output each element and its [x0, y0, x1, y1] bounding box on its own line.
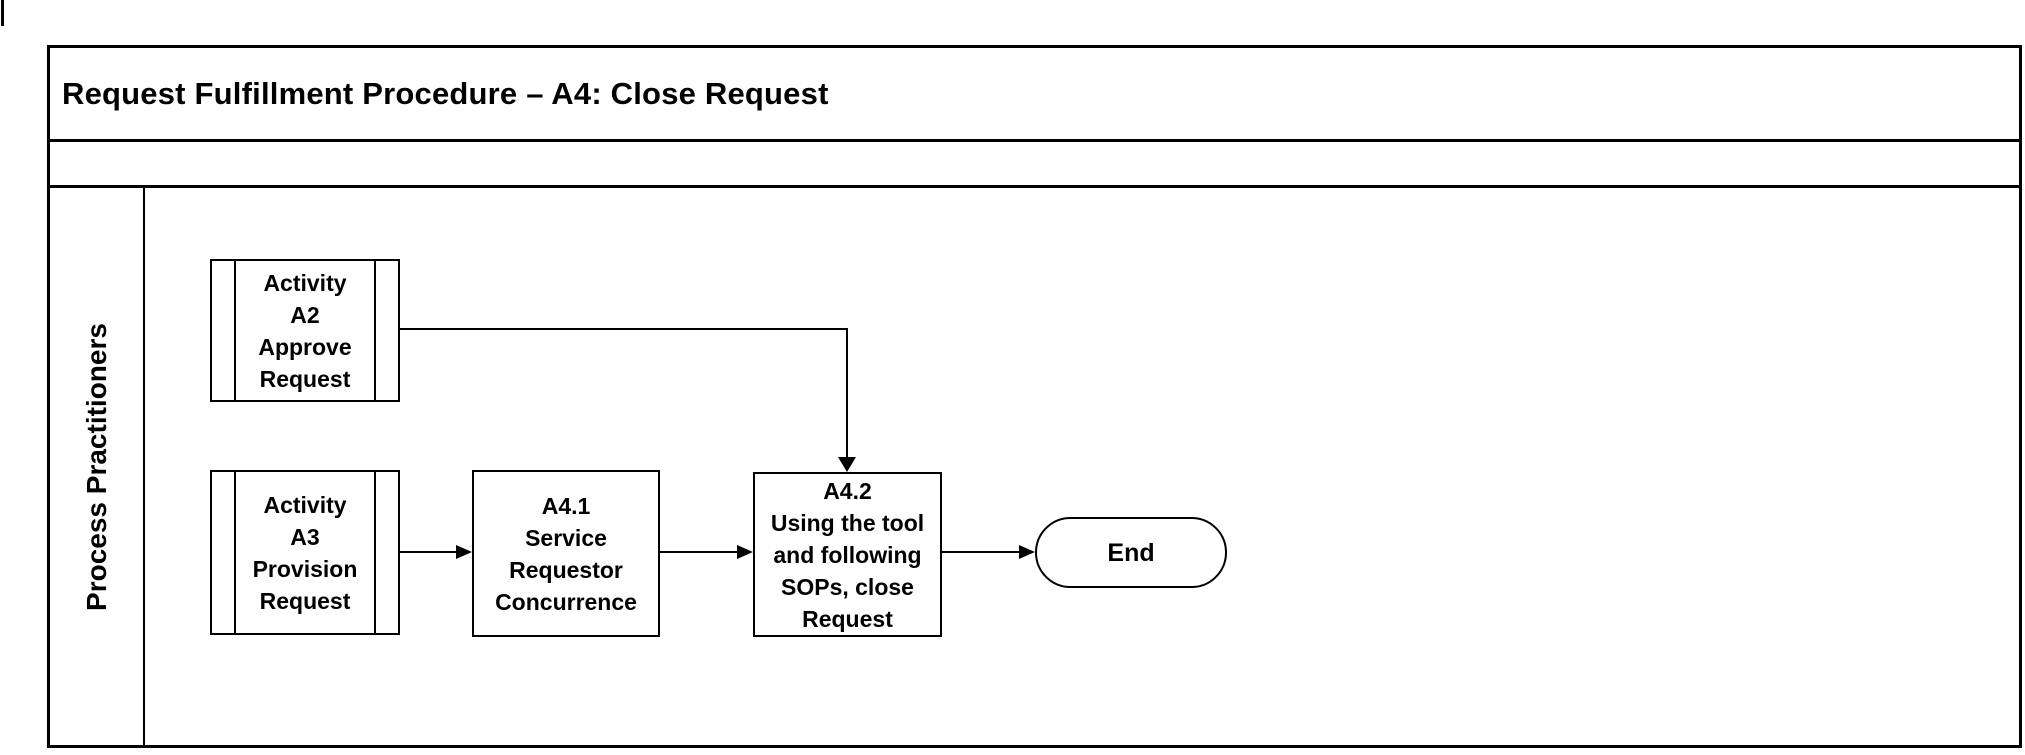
flow-node-label: Activity A3 Provision Request — [252, 491, 358, 614]
flow-node-activity-a2: Activity A2 Approve Request — [210, 259, 400, 402]
swimlane-content — [145, 188, 2019, 745]
arrowhead-into-a41-left — [456, 545, 472, 559]
flow-node-label: A4.1 Service Requestor Concurrence — [495, 492, 637, 615]
flow-node-a4-2: A4.2 Using the tool and following SOPs, … — [753, 472, 942, 637]
connector-a42-to-end — [942, 551, 1020, 553]
arrowhead-into-a42-top — [838, 457, 856, 472]
connector-a3-to-a41 — [400, 551, 457, 553]
swimlane-label-cell: Process Practitioners — [50, 188, 145, 745]
flow-node-label: Activity A2 Approve Request — [258, 269, 352, 392]
subprocess-bar-icon — [374, 472, 376, 633]
page-title: Request Fulfillment Procedure – A4: Clos… — [62, 75, 829, 111]
scan-artifact-mark — [1, 0, 4, 26]
flow-node-label: A4.2 Using the tool and following SOPs, … — [770, 477, 925, 632]
flow-node-label: End — [1107, 538, 1155, 567]
connector-a2-to-a42-vertical — [846, 328, 848, 458]
spacer-band — [50, 142, 2019, 188]
flow-node-a4-1: A4.1 Service Requestor Concurrence — [472, 470, 660, 637]
swimlane-label: Process Practitioners — [80, 322, 112, 611]
subprocess-bar-icon — [234, 472, 236, 633]
arrowhead-into-end-left — [1019, 545, 1035, 559]
connector-a41-to-a42 — [660, 551, 738, 553]
flow-node-activity-a3: Activity A3 Provision Request — [210, 470, 400, 635]
flow-node-end-terminator: End — [1035, 517, 1227, 588]
swimlane-row: Process Practitioners — [50, 188, 2019, 745]
subprocess-bar-icon — [374, 261, 376, 400]
title-row: Request Fulfillment Procedure – A4: Clos… — [50, 48, 2019, 142]
connector-a2-to-a42-horizontal — [400, 328, 848, 330]
subprocess-bar-icon — [234, 261, 236, 400]
arrowhead-into-a42-left — [737, 545, 753, 559]
